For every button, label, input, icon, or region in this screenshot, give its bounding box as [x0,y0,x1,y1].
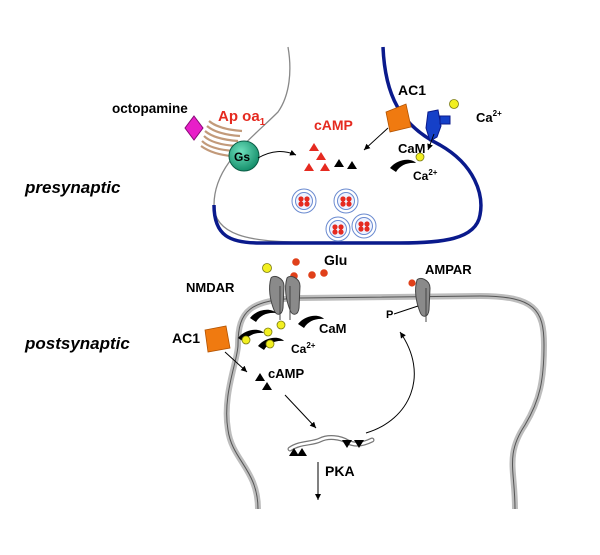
vesicle [291,188,317,214]
octopamine-label: octopamine [112,101,188,116]
calcium-ion-cleft [262,263,272,273]
calcium-ion-presynaptic [415,152,425,162]
presynaptic-label: presynaptic [24,178,121,197]
calcium-label-presynaptic-top: Ca2+ [476,109,502,125]
postsynaptic-membrane [223,292,548,510]
glutamate-bound-ampar [408,279,416,287]
calcium-label-presynaptic-low: Ca2+ [413,168,438,183]
vesicle [325,216,351,242]
gs-to-camp-arrow [257,149,297,159]
ac1-label-presynaptic: AC1 [398,82,426,98]
ac1-to-camp-arrow-post [224,351,248,373]
ac1-postsynaptic-icon [204,325,231,353]
gs-label: Gs [234,150,250,164]
camp-triangles-presynaptic [304,143,357,171]
postsynaptic-label: postsynaptic [24,334,130,353]
synaptic-vesicles [291,188,377,242]
cam-presynaptic-icon [390,159,416,172]
apoa1-receptor [200,120,243,158]
glu-label: Glu [324,252,347,268]
calcium-ions-postsynaptic [241,320,286,349]
camp-label-presynaptic: cAMP [314,117,353,133]
postsynaptic-terminal: NMDAR AMPAR P AC1 [24,262,548,510]
camp-to-pka-arrow [284,394,317,429]
calcium-channel-icon [425,99,459,142]
apoa1-label: Ap oa1 [218,108,266,128]
phosphate-label: P [386,309,393,321]
cam-label-postsynaptic: CaM [319,321,346,336]
nmdar-label: NMDAR [186,280,235,295]
nmdar-channel-icon [269,275,301,320]
gs-protein-icon [228,140,260,172]
camp-triangles-postsynaptic [255,373,272,390]
ac1-presynaptic-icon [385,103,412,133]
presynaptic-terminal: octopamine Ap oa1 Gs cAMP AC1 [24,46,502,245]
ac1-to-camp-arrow [363,127,389,151]
octopamine-icon [184,115,204,141]
glutamate-dots [290,258,328,280]
calcium-entry-arrow [427,133,435,151]
ampar-channel-icon [415,277,431,322]
pka-complex-icon [287,435,375,456]
calcium-label-postsynaptic: Ca2+ [291,341,316,356]
ampar-label: AMPAR [425,262,472,277]
ac1-label-postsynaptic: AC1 [172,330,200,346]
phosphate-link [393,305,419,315]
camp-label-postsynaptic: cAMP [268,366,304,381]
postsynaptic-membrane-inner [226,295,545,510]
cam-label-presynaptic: CaM [398,141,425,156]
synaptic-cleft: Glu [262,252,347,280]
pka-to-ampar-arrow [365,331,415,434]
vesicle [351,213,377,239]
vesicle [333,188,359,214]
pka-label: PKA [325,463,355,479]
